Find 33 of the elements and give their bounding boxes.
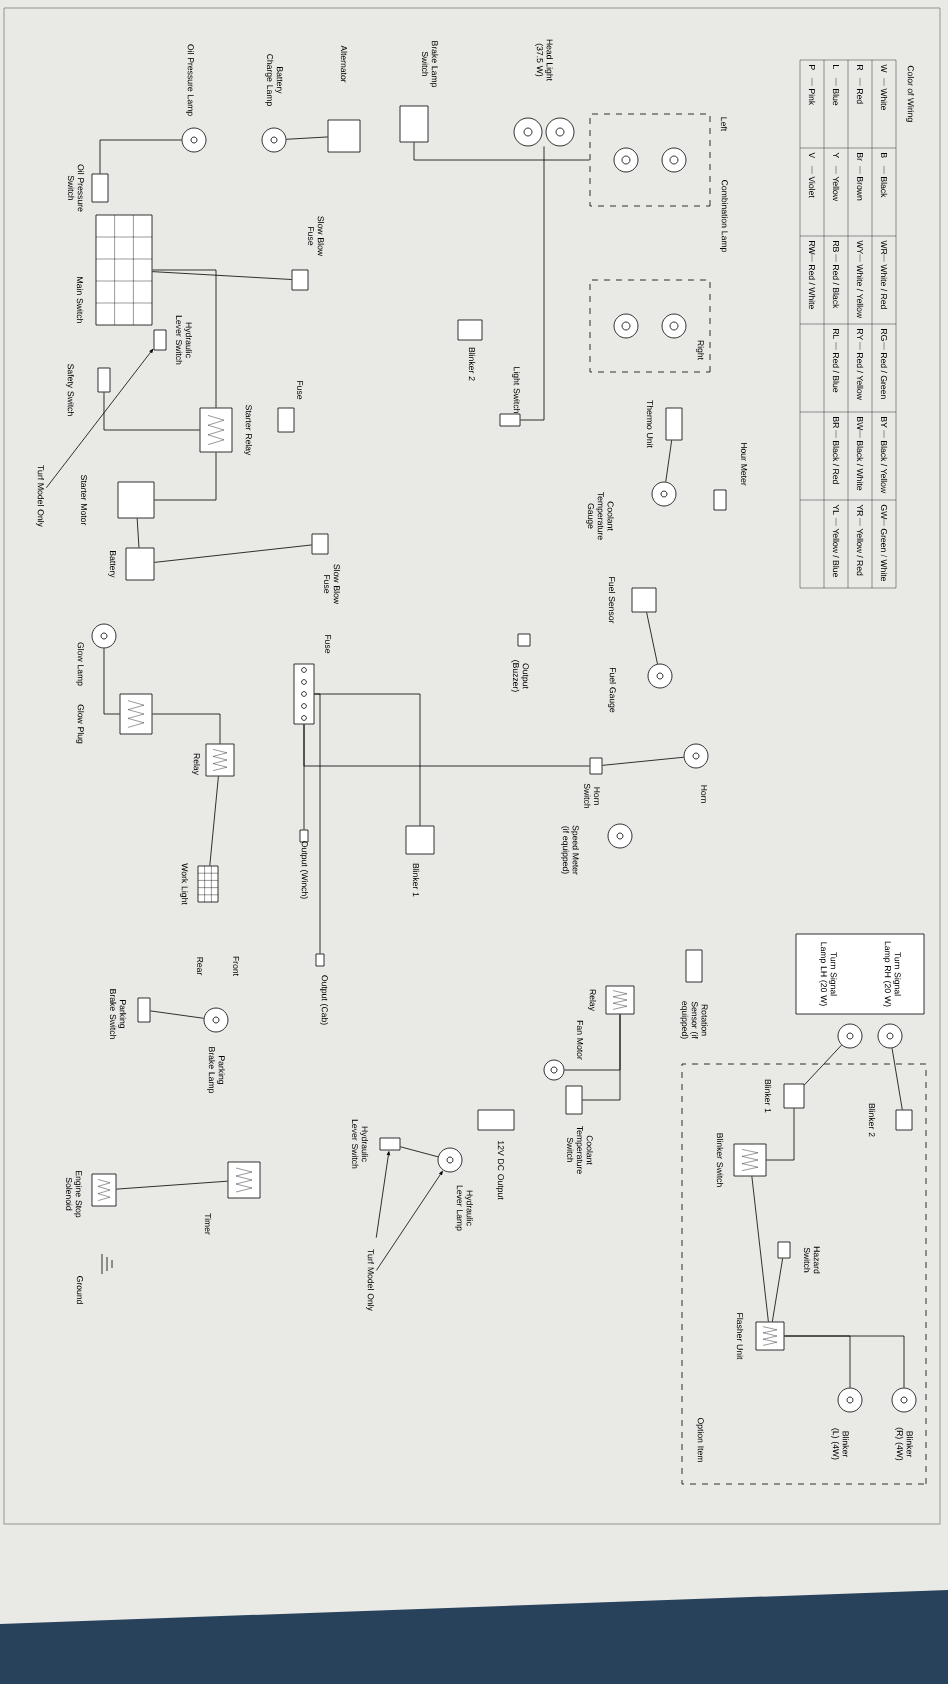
wire [784,1335,851,1388]
wire [303,724,590,767]
leader-arrow [376,1170,443,1271]
wire [766,1108,795,1161]
wire [771,1258,784,1322]
lamp-symbol [837,1023,863,1049]
leader-arrow [375,1151,391,1238]
wire [520,146,545,421]
wire [99,139,182,174]
wire [152,269,217,408]
wire [602,756,685,766]
wire [103,392,200,431]
wire [751,1176,769,1322]
wire [154,452,217,501]
wire [314,693,421,826]
wire [286,136,328,140]
wire [152,271,292,280]
lamp-symbol [877,1023,903,1049]
wire [136,518,140,548]
wire [103,648,120,715]
wire [152,713,221,744]
wire [150,1010,205,1019]
wire [582,1014,621,1101]
wire [314,693,321,954]
wire [646,612,658,665]
wire [891,1047,903,1110]
wire [413,142,590,161]
wire [116,1180,228,1190]
wire [665,440,673,483]
wire [209,776,219,866]
wire [154,544,312,563]
leader-arrow [46,348,154,489]
wire [400,1146,439,1158]
